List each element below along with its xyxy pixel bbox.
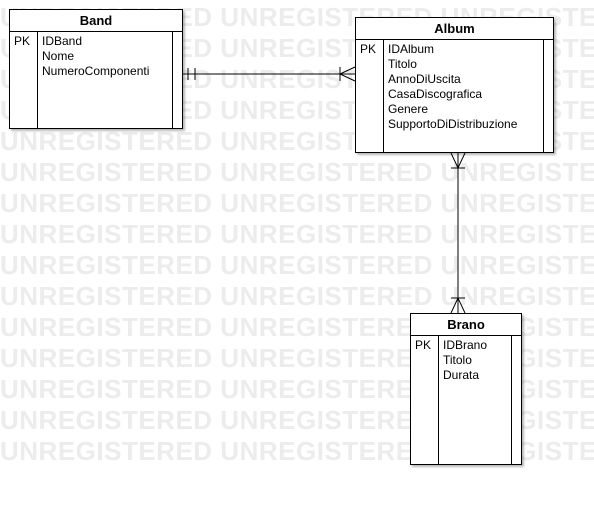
entity-band[interactable]: Band PK IDBand Nome NumeroComponenti	[9, 9, 183, 129]
entity-brano-title: Brano	[411, 314, 521, 336]
entity-band-title: Band	[10, 10, 182, 32]
pk-column: PK	[411, 336, 439, 465]
entity-right-strip	[511, 336, 521, 465]
field-idalbum: IDAlbum	[388, 42, 435, 56]
field-idband: IDBand	[42, 34, 83, 48]
entity-album-title: Album	[356, 18, 553, 40]
watermark-row: UNREGISTERED UNREGISTERED UNREGISTERED	[0, 188, 594, 218]
field-idbrano: IDBrano	[443, 338, 488, 352]
entity-brano[interactable]: Brano PK IDBrano Titolo Durata	[410, 313, 522, 465]
entity-brano-fields: IDBrano Titolo Durata	[443, 338, 487, 383]
pk-label: PK	[360, 42, 377, 56]
watermark-row: UNREGISTERED UNREGISTERED UNREGISTERED	[0, 157, 594, 187]
field-genere: Genere	[388, 102, 429, 116]
relationship-album-brano[interactable]	[450, 152, 466, 314]
entity-right-strip	[172, 32, 182, 129]
field-numerocomponenti: NumeroComponenti	[42, 64, 150, 78]
field-durata: Durata	[443, 368, 480, 382]
pk-column: PK	[356, 40, 384, 153]
field-titolo: Titolo	[388, 57, 417, 71]
watermark-row: UNREGISTERED UNREGISTERED UNREGISTERED	[0, 219, 594, 249]
field-casadiscografica: CasaDiscografica	[388, 87, 483, 101]
field-supportodidistribuzione: SupportoDiDistribuzione	[388, 117, 518, 131]
watermark-row: UNREGISTERED UNREGISTERED UNREGISTERED	[0, 281, 594, 311]
relationship-band-album[interactable]	[183, 66, 356, 82]
entity-right-strip	[543, 40, 553, 153]
field-nome: Nome	[42, 49, 75, 63]
watermark-row: UNREGISTERED UNREGISTERED UNREGISTERED	[0, 250, 594, 280]
pk-label: PK	[415, 338, 432, 352]
entity-band-fields: IDBand Nome NumeroComponenti	[42, 34, 149, 79]
pk-label: PK	[14, 34, 31, 48]
field-titolo: Titolo	[443, 353, 472, 367]
entity-album[interactable]: Album PK IDAlbum Titolo AnnoDiUscita Cas…	[355, 17, 554, 153]
field-annodiuscita: AnnoDiUscita	[388, 72, 461, 86]
pk-column: PK	[10, 32, 38, 129]
entity-album-fields: IDAlbum Titolo AnnoDiUscita CasaDiscogra…	[388, 42, 517, 132]
